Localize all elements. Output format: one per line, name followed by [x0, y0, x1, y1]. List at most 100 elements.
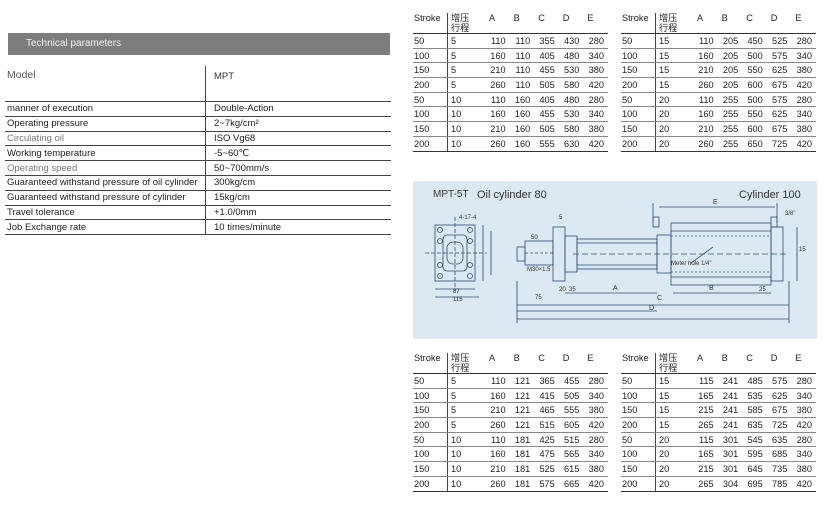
table-cell: 525	[534, 461, 559, 477]
table-cell: 15	[655, 373, 693, 389]
table-cell: 15	[655, 62, 693, 79]
table-cell: 150	[413, 62, 448, 79]
parameter-name: Operating speed	[5, 160, 206, 176]
table-cell: 15	[655, 417, 693, 433]
dim-label: 3/8"	[785, 211, 796, 217]
table-cell: 575	[766, 48, 792, 64]
table-cell: 525	[766, 33, 792, 49]
dim-label: 5	[559, 215, 563, 221]
header-d: D	[558, 13, 584, 34]
table-cell: 280	[791, 92, 816, 108]
table-cell: 340	[583, 446, 608, 463]
table-cell: 580	[558, 77, 584, 93]
table-cell: 200	[621, 417, 656, 433]
table-cell: 160	[509, 92, 535, 108]
header-boost-line2: 行程	[451, 363, 470, 373]
table-cell: 150	[621, 62, 656, 79]
header-boost-line2: 行程	[659, 23, 678, 33]
header-b: B	[717, 353, 743, 374]
table-cell: 121	[509, 373, 535, 389]
table-cell: 160	[485, 106, 510, 123]
table-cell: 210	[693, 62, 718, 79]
table-cell: 695	[742, 476, 767, 492]
table-cell: 150	[413, 121, 448, 137]
table-cell: 215	[693, 402, 718, 419]
table-cell: 725	[766, 417, 792, 433]
header-boost-line1: 增压	[659, 353, 678, 363]
table-cell: 181	[509, 446, 535, 463]
table-cell: 340	[791, 48, 816, 64]
table-cell: 200	[621, 136, 656, 152]
table-cell: 205	[717, 62, 743, 79]
parameter-value: -5~60℃	[205, 145, 391, 162]
table-cell: 280	[583, 373, 608, 389]
table-cell: 10	[447, 106, 485, 123]
table-cell: 5	[447, 48, 485, 64]
table-cell: 10	[447, 92, 485, 108]
table-cell: 340	[583, 388, 608, 404]
header-boost-line2: 行程	[659, 363, 678, 373]
table-cell: 110	[509, 62, 535, 79]
table-cell: 50	[413, 33, 448, 49]
table-cell: 380	[583, 461, 608, 477]
table-cell: 10	[447, 461, 485, 477]
table-cell: 380	[583, 62, 608, 79]
table-cell: 20	[655, 461, 693, 477]
parameter-value: +1.0/0mm	[205, 205, 391, 221]
table-cell: 575	[534, 476, 559, 492]
table-cell: 465	[534, 402, 559, 419]
table-cell: 280	[583, 92, 608, 108]
table-cell: 100	[621, 388, 656, 404]
table-cell: 505	[558, 388, 584, 404]
table-cell: 160	[485, 48, 510, 64]
header-d: D	[766, 353, 792, 374]
table-cell: 110	[509, 33, 535, 49]
table-cell: 110	[509, 48, 535, 64]
table-cell: 505	[534, 121, 559, 137]
table-cell: 555	[534, 136, 559, 152]
table-cell: 480	[558, 48, 584, 64]
dim-label: 4-17-4	[459, 215, 477, 221]
table-cell: 160	[693, 106, 718, 123]
table-cell: 121	[509, 417, 535, 433]
table-cell: 355	[534, 33, 559, 49]
table-cell: 420	[583, 136, 608, 152]
table-cell: 595	[742, 446, 767, 463]
table-cell: 5	[447, 77, 485, 93]
parameter-name: Job Exchange rate	[5, 219, 206, 236]
table-cell: 241	[717, 388, 743, 404]
table-cell: 10	[447, 121, 485, 137]
table-cell: 150	[621, 461, 656, 477]
table-cell: 625	[766, 106, 792, 123]
table-cell: 505	[534, 77, 559, 93]
table-cell: 215	[693, 461, 718, 477]
table-cell: 515	[558, 432, 584, 448]
table-cell: 260	[693, 136, 718, 152]
header-boost-line1: 增压	[659, 13, 678, 23]
header-boost-line1: 增压	[451, 13, 470, 23]
table-cell: 575	[766, 373, 792, 389]
table-cell: 340	[791, 446, 816, 463]
parameter-name: Circulating oil	[5, 131, 206, 147]
parameter-name: Working temperature	[5, 145, 206, 162]
table-cell: 735	[766, 461, 792, 477]
parameter-name: Guaranteed withstand pressure of oil cyl…	[5, 175, 206, 191]
table-cell: 150	[621, 121, 656, 137]
diagram-oil-cylinder-label: Oil cylinder 80	[477, 189, 547, 201]
table-cell: 200	[413, 77, 448, 93]
table-cell: 304	[717, 476, 743, 492]
table-cell: 210	[485, 461, 510, 477]
table-cell: 10	[447, 432, 485, 448]
table-cell: 675	[766, 77, 792, 93]
